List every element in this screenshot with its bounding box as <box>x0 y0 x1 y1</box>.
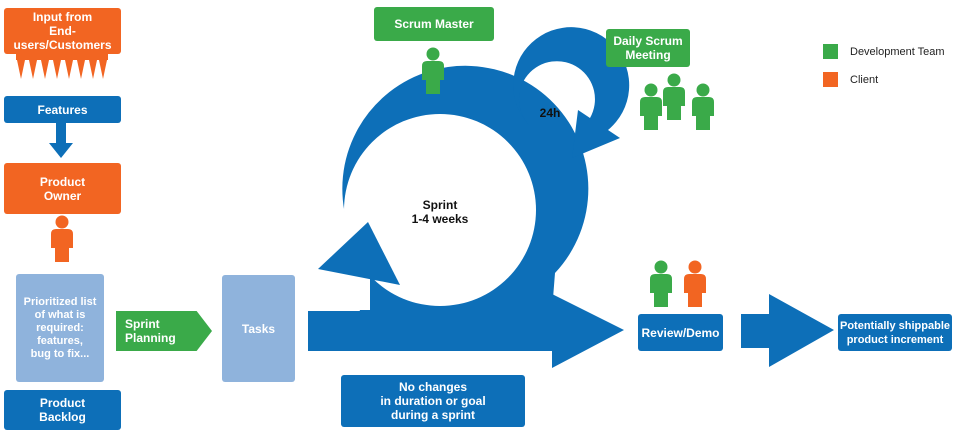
sprint-planning-chevron: Sprint Planning <box>116 311 212 351</box>
product-owner-box: Product Owner <box>4 163 121 214</box>
prioritized-list-box: Prioritized list of what is required: fe… <box>16 274 104 382</box>
features-box: Features <box>4 96 121 123</box>
scrum-master-box: Scrum Master <box>374 7 494 41</box>
daily-team-icons <box>640 73 714 130</box>
product-backlog-box: Product Backlog <box>4 390 121 430</box>
cycle-24h-label: 24h <box>539 106 561 120</box>
input-box: Input from End-users/Customers <box>4 8 121 54</box>
sprint-cycle-icon <box>318 65 589 311</box>
legend-green-swatch-icon <box>823 44 838 59</box>
increment-box: Potentially shippable product increment <box>838 314 952 351</box>
product-owner-person-icon <box>51 215 73 262</box>
legend-label-client: Client <box>850 74 879 86</box>
no-changes-box: No changes in duration or goal during a … <box>341 375 525 427</box>
legend-orange-swatch-icon <box>823 72 838 87</box>
review-demo-box: Review/Demo <box>638 314 723 351</box>
sprint-arrow-icon <box>308 294 624 368</box>
review-people-icons <box>650 260 706 307</box>
features-to-owner-arrow <box>49 123 73 158</box>
daily-cycle-icon <box>513 27 630 159</box>
legend-label-development-team: Development Team <box>850 46 945 58</box>
review-to-increment-arrow-icon <box>741 294 834 367</box>
input-fringe-arrows <box>16 52 108 79</box>
daily-scrum-box: Daily Scrum Meeting <box>606 29 690 67</box>
sprint-duration-label: Sprint 1-4 weeks <box>411 198 469 226</box>
tasks-box: Tasks <box>222 275 295 382</box>
